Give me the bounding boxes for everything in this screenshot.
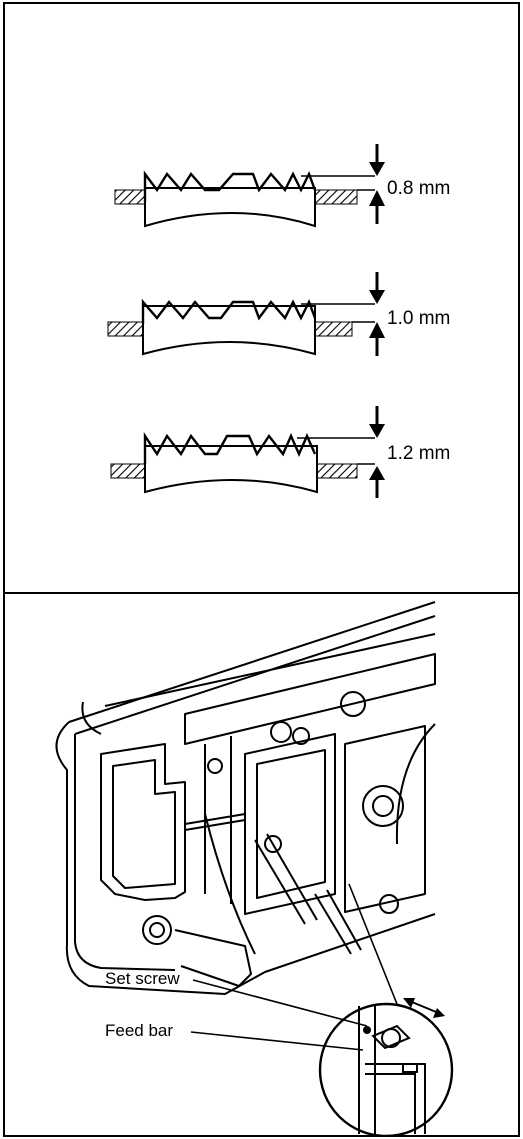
feed-mechanism: [244, 733, 336, 915]
left-bracket: [100, 743, 186, 901]
lever-arm: [174, 929, 252, 987]
magnified-feed-bar-inset: [318, 998, 454, 1135]
height-label-12: 1.2 mm: [387, 443, 451, 464]
height-label-10: 1.0 mm: [387, 308, 451, 329]
feed-bar-leader: [190, 1031, 364, 1051]
right-block: [344, 725, 426, 913]
set-screw-label: Set screw: [105, 969, 180, 988]
feed-bar-adjustment-panel: Set screw Feed bar: [3, 592, 520, 1137]
sewing-machine-underside-illustration: [55, 601, 454, 1135]
feed-bar-label: Feed bar: [105, 1021, 174, 1040]
feed-dog-height-drawings: [107, 144, 385, 498]
double-arrow-icon: [403, 998, 415, 1008]
shaft-housing: [184, 653, 436, 745]
feed-dog-diagram-12: [110, 406, 385, 498]
feed-dog-diagram-08: [114, 144, 385, 228]
feed-dog-height-panel: 0.8 mm 1.0 mm 1.2 mm: [3, 2, 520, 594]
height-label-08: 0.8 mm: [387, 178, 451, 199]
set-screw-leader: [192, 979, 368, 1027]
machine-bed-frame: [55, 601, 436, 995]
feed-dog-diagram-10: [107, 272, 385, 356]
